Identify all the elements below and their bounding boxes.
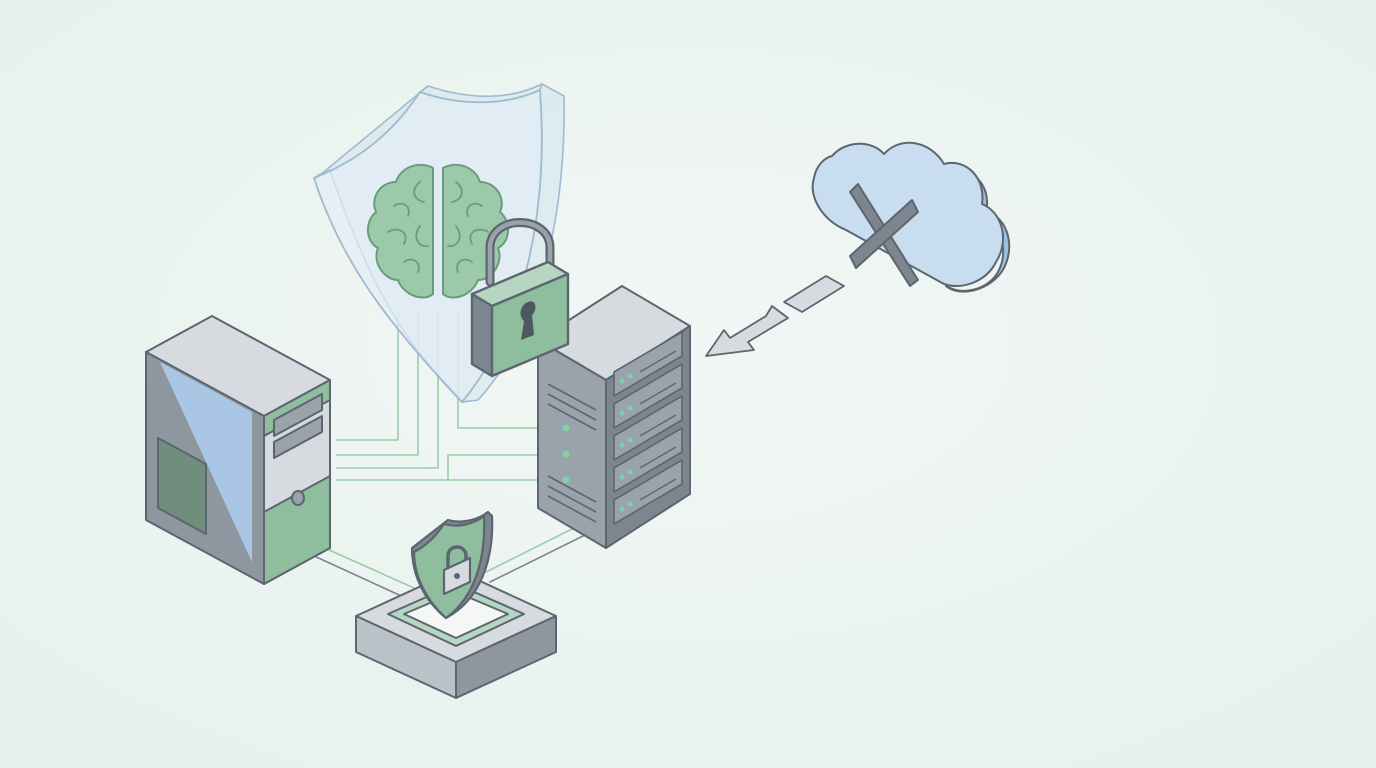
server-rack <box>537 285 691 549</box>
small-lock-shackle <box>446 545 468 568</box>
server-vents <box>547 383 597 523</box>
security-base <box>355 569 557 699</box>
padlock-body-side <box>470 292 494 378</box>
base-right-side <box>455 615 557 699</box>
network-connections <box>311 525 586 601</box>
shield-rim <box>313 83 543 179</box>
padlock-icon <box>470 218 570 378</box>
arrow-head <box>705 305 789 357</box>
desktop-tower <box>145 315 331 585</box>
server-led-indicators <box>619 373 633 512</box>
incoming-arrow <box>705 275 845 357</box>
tower-vent <box>157 437 207 535</box>
tower-side-panel <box>160 362 252 562</box>
server-drive-slots <box>639 350 677 501</box>
server-drive-bays <box>613 331 683 525</box>
arrow-dash-1 <box>783 275 845 313</box>
power-button <box>291 490 305 506</box>
drive-bay-2 <box>273 415 323 459</box>
cloud-x-icon <box>849 183 919 287</box>
keyhole-icon <box>520 301 536 340</box>
small-shield-icon <box>410 510 494 620</box>
circuit-endpoints <box>562 424 570 484</box>
blocked-cloud <box>811 141 1011 293</box>
tower-front-accent <box>263 475 331 585</box>
drive-bay-1 <box>273 393 323 437</box>
